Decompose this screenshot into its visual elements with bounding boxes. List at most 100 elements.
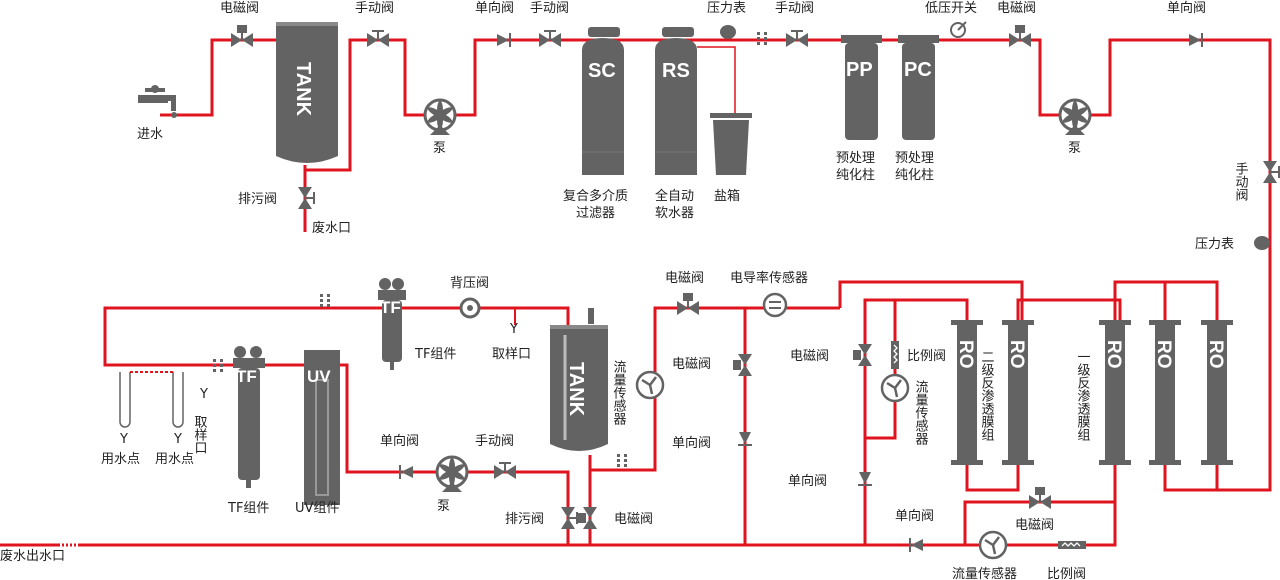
solenoid-valve-label: 电磁阀 [220, 1, 259, 16]
ro-label: RO [955, 340, 976, 369]
pipe-ro2-bottom [965, 465, 1020, 492]
solenoid-valve-label: 电磁阀 [665, 271, 704, 286]
pipe-ro1-product [1016, 298, 1122, 320]
check-valve-label: 单向阀 [672, 435, 711, 451]
drain-valve-label: 排污阀 [238, 192, 277, 207]
tf-assembly-label: TF组件 [227, 501, 269, 516]
pipe-conductivity [588, 306, 840, 472]
solenoid-valve-icon[interactable] [1009, 25, 1031, 47]
manual-valve-icon[interactable] [367, 31, 389, 47]
flow-sensor-label: 流量传感器 [611, 360, 627, 426]
solenoid-valve-label: 电磁阀 [790, 349, 829, 364]
check-valve-icon [1188, 32, 1203, 48]
tap-icon[interactable]: Y [119, 432, 128, 447]
manual-valve-label: 手动阀 [1233, 162, 1249, 201]
conductivity-sensor-icon [762, 292, 788, 318]
manual-valve-icon[interactable] [1263, 161, 1279, 183]
pc-name: 纯化柱 [895, 168, 934, 183]
waste-port-label: 废水口 [312, 220, 351, 236]
flow-sensor-icon [880, 373, 910, 403]
flow-sensor-label: 流量传感器 [952, 566, 1017, 580]
solenoid-valve-label: 电磁阀 [1015, 518, 1054, 533]
sample-port-icon[interactable]: Y [199, 387, 208, 402]
solenoid-valve-icon[interactable] [578, 507, 597, 529]
tap-icon[interactable]: Y [173, 432, 182, 447]
rs-label: RS [662, 60, 690, 82]
flow-sensor-icon [635, 370, 665, 400]
back-pressure-valve-icon[interactable] [459, 297, 481, 319]
solenoid-valve-icon[interactable] [853, 344, 872, 366]
ratio-valve-icon[interactable] [890, 340, 900, 370]
tf-assembly-label: TF组件 [414, 347, 456, 362]
ro-module: RO [1201, 320, 1233, 465]
tf-label: TF [236, 367, 257, 386]
inlet-label: 进水 [137, 127, 163, 142]
tf-filter-1 [378, 278, 406, 370]
pipe-ro1-conc [0, 465, 1117, 547]
solenoid-valve-icon[interactable] [231, 25, 253, 47]
point-of-use [172, 372, 184, 428]
manual-valve-icon[interactable] [494, 463, 516, 479]
check-valve-icon [909, 537, 924, 553]
uv-assembly-label: UV组件 [295, 501, 339, 516]
check-valve-icon [399, 464, 414, 480]
low-pressure-switch-icon [950, 21, 967, 38]
check-valve-icon [737, 431, 753, 446]
pressure-gauge-label: 压力表 [1195, 237, 1234, 252]
pipe-salt [697, 46, 736, 115]
manual-valve-label: 手动阀 [530, 1, 569, 16]
solenoid-valve-icon[interactable] [733, 354, 752, 376]
solenoid-valve-label: 电磁阀 [997, 1, 1036, 16]
check-valve-label: 单向阀 [475, 0, 514, 16]
pump-icon[interactable] [423, 98, 457, 137]
manual-valve-icon[interactable] [786, 31, 808, 47]
manual-valve-label: 手动阀 [475, 434, 514, 449]
pp-filter [841, 35, 882, 140]
rs-name: 全自动 [655, 188, 694, 204]
pump-icon[interactable] [435, 455, 469, 494]
pipe-ro2-product [863, 298, 969, 545]
pc-name: 预处理 [895, 151, 934, 166]
ro-label: RO [1205, 340, 1226, 369]
pump-label: 泵 [1068, 141, 1081, 156]
check-valve-label: 单向阀 [1167, 0, 1206, 16]
ro-module: RO [1149, 320, 1181, 465]
check-valve-label: 单向阀 [788, 473, 827, 489]
sample-port-icon[interactable]: Y [509, 322, 518, 337]
tank-2-label: TANK [565, 362, 587, 417]
pressure-gauge-label: 压力表 [707, 1, 746, 16]
sample-port-label: 取样口 [192, 415, 208, 454]
pipe-ro2-header [838, 280, 1024, 320]
check-valve-icon [496, 32, 511, 48]
solenoid-valve-icon[interactable] [1029, 487, 1051, 509]
ro-label: RO [1103, 340, 1124, 369]
ro-stage1-label: 一级反渗透膜组 [1075, 350, 1091, 441]
pump-icon[interactable] [1058, 98, 1092, 137]
manual-valve-icon[interactable] [539, 31, 561, 47]
back-pressure-valve-label: 背压阀 [450, 276, 489, 291]
ro-stage2-label: 二级反渗透膜组 [979, 350, 995, 441]
ratio-valve-label: 比例阀 [1047, 567, 1086, 580]
pressure-gauge-icon [720, 25, 736, 39]
check-valve-label: 单向阀 [380, 433, 419, 449]
pipe-bypass [865, 300, 897, 440]
pc-filter [898, 35, 939, 140]
ro-module: RO [1099, 320, 1131, 465]
pipe-pump2-out [1090, 38, 1272, 492]
drain-valve-icon[interactable] [561, 507, 577, 529]
pp-name: 纯化柱 [836, 168, 875, 183]
solenoid-valve-icon[interactable] [677, 293, 699, 315]
ratio-valve-icon[interactable] [1057, 540, 1087, 550]
rs-softener [655, 27, 697, 175]
sc-label: SC [588, 60, 616, 82]
tank-2 [550, 308, 608, 451]
manual-valve-label: 手动阀 [355, 1, 394, 16]
ratio-valve-label: 比例阀 [907, 349, 946, 364]
salt-box [710, 113, 752, 175]
pp-label: PP [846, 59, 873, 81]
rs-name: 软水器 [655, 206, 694, 221]
drain-valve-icon[interactable] [298, 187, 314, 209]
point-of-use [119, 372, 131, 428]
tf-label: TF [380, 298, 401, 317]
